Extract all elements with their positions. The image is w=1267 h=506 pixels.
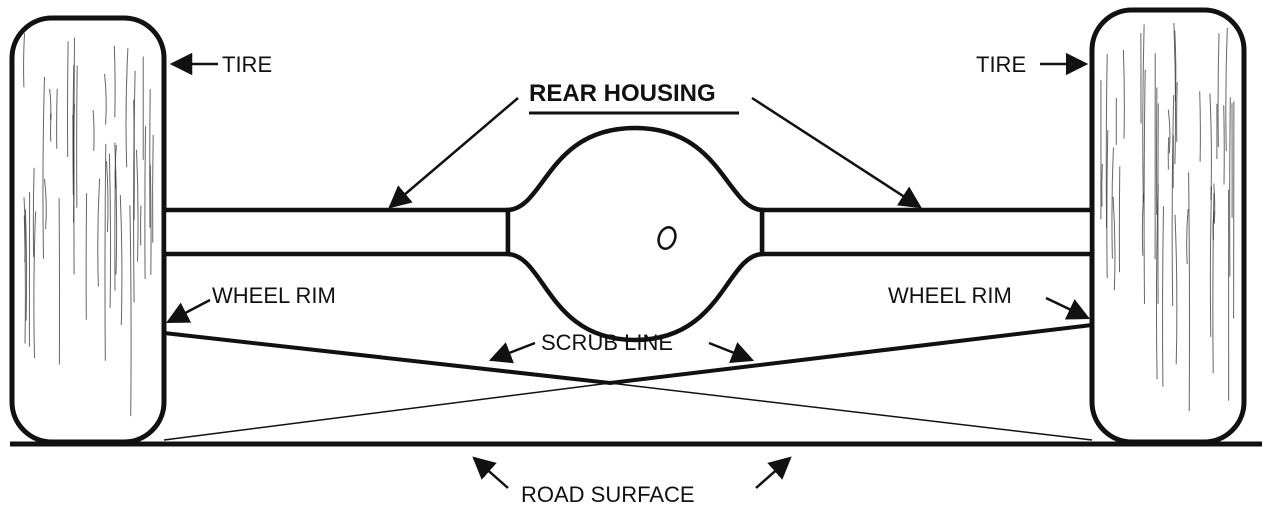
road-surface-label: ROAD SURFACE bbox=[521, 482, 695, 506]
differential-cover-plug bbox=[657, 226, 677, 250]
tire-left-label: TIRE bbox=[222, 52, 272, 77]
wheel-rim-left-arrow bbox=[166, 298, 211, 324]
scrub-lines bbox=[163, 323, 1093, 441]
road-surface-arrow-right bbox=[755, 456, 792, 489]
rear-housing-arrow-left bbox=[388, 97, 519, 209]
wheel-rim-left-label: WHEEL RIM bbox=[212, 283, 336, 308]
left-axle-tube bbox=[161, 207, 511, 257]
rear-housing-arrow-right bbox=[751, 96, 922, 209]
right-tire bbox=[1089, 7, 1247, 445]
left-tire-tread-texture bbox=[23, 33, 154, 417]
right-axle-tube bbox=[759, 207, 1095, 257]
tire-right-label: TIRE bbox=[976, 52, 1026, 77]
left-tire bbox=[9, 15, 167, 445]
rear-housing-label: REAR HOUSING bbox=[529, 80, 716, 107]
differential-housing bbox=[505, 125, 765, 343]
wheel-rim-right-label: WHEEL RIM bbox=[888, 283, 1012, 308]
right-tire-tread-texture bbox=[1100, 22, 1235, 412]
scrub-line-label: SCRUB LINE bbox=[541, 330, 673, 355]
road-surface-arrow-left bbox=[472, 456, 509, 489]
scrub-line-arrow-left bbox=[488, 341, 536, 364]
scrub-line-arrow-right bbox=[708, 341, 755, 364]
wheel-rim-right-arrow bbox=[1045, 296, 1091, 320]
